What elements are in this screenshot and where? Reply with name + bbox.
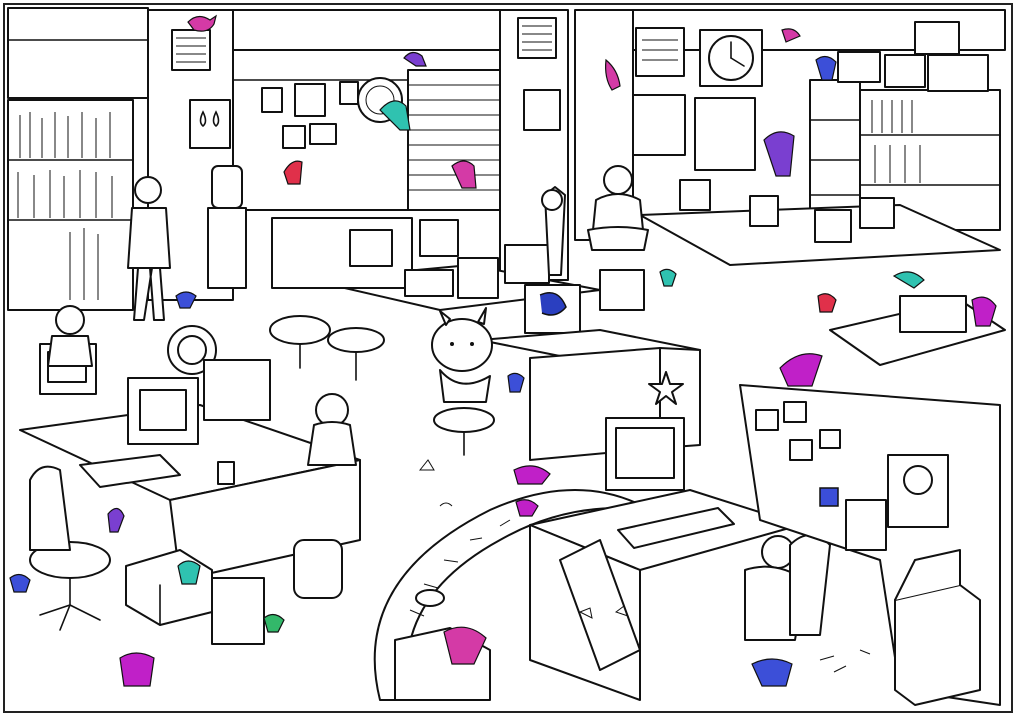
rhino-toy <box>431 307 493 403</box>
desk-row-back <box>639 179 1001 266</box>
dinosaur-icon <box>515 499 539 517</box>
dinosaur-icon <box>763 131 795 177</box>
poster <box>632 94 686 156</box>
desk-right-laptop <box>829 295 1006 366</box>
water-drop-sign-icon <box>189 99 231 149</box>
person-standing-left <box>127 176 171 321</box>
office-chair-center <box>269 315 495 456</box>
printer <box>404 269 454 297</box>
water-cooler <box>207 165 247 289</box>
dinosaur-icon <box>443 626 487 665</box>
floor-debris <box>415 459 871 673</box>
dinosaur-icon <box>507 372 525 393</box>
dinosaur-icon <box>175 291 197 309</box>
sticky-note <box>819 429 841 449</box>
computer-monitor <box>457 257 499 299</box>
wall-clock-icon <box>699 29 763 87</box>
dinosaur-icon <box>9 573 31 593</box>
bookshelf-left <box>7 99 134 311</box>
computer-monitor <box>599 269 645 311</box>
cardboard-box-stack <box>837 21 989 92</box>
hidden-dinosaurs <box>9 14 997 687</box>
dinosaur-icon <box>781 28 801 43</box>
dinosaur-icon <box>283 160 303 185</box>
dinosaur-icon <box>451 160 477 189</box>
desk-cluster-center <box>271 217 645 334</box>
dinosaur-icon <box>177 560 201 585</box>
cardboard-box-front <box>894 549 981 706</box>
dinosaur-icon <box>107 507 125 533</box>
poster <box>694 97 756 171</box>
dinosaur-icon <box>379 100 411 131</box>
dinosaur-icon <box>751 658 793 687</box>
keyboard <box>617 507 735 549</box>
coffee-mug <box>217 461 235 485</box>
dinosaur-icon <box>659 268 677 287</box>
sticky-note <box>789 439 813 461</box>
window-blinds <box>407 69 501 211</box>
dinosaur-icon <box>779 353 823 387</box>
office-chair-cat <box>29 465 111 631</box>
dinosaur-icon <box>971 296 997 327</box>
desk-front-left <box>19 343 361 581</box>
keyboard <box>79 454 181 488</box>
laptop <box>899 295 967 333</box>
dinosaur-icon <box>187 14 217 32</box>
computer-monitor <box>679 179 711 211</box>
dinosaur-icon <box>817 293 837 313</box>
dinosaur-icon <box>513 465 551 485</box>
person-left-edge <box>47 305 93 367</box>
air-vent <box>635 27 685 77</box>
sticky-note <box>783 401 807 423</box>
person-curly-hair <box>307 393 357 466</box>
dinosaur-icon <box>815 55 837 81</box>
computer-monitor <box>504 244 550 284</box>
trash-bin <box>211 577 265 645</box>
blue-sticker <box>819 487 839 507</box>
computer-monitor <box>419 219 459 257</box>
person-back-worker <box>587 165 649 251</box>
computer-monitor <box>349 229 393 267</box>
dinosaur-icon <box>605 58 621 91</box>
poster <box>845 499 887 551</box>
trash-bin <box>293 539 343 599</box>
computer-monitor <box>203 359 271 421</box>
dinosaur-icon <box>263 613 285 633</box>
dinosaur-icon <box>403 51 427 67</box>
sticky-note <box>755 409 779 431</box>
dinosaur-icon <box>892 271 925 289</box>
giraffe-toy <box>541 186 641 671</box>
dinosaur-icon <box>119 652 155 687</box>
